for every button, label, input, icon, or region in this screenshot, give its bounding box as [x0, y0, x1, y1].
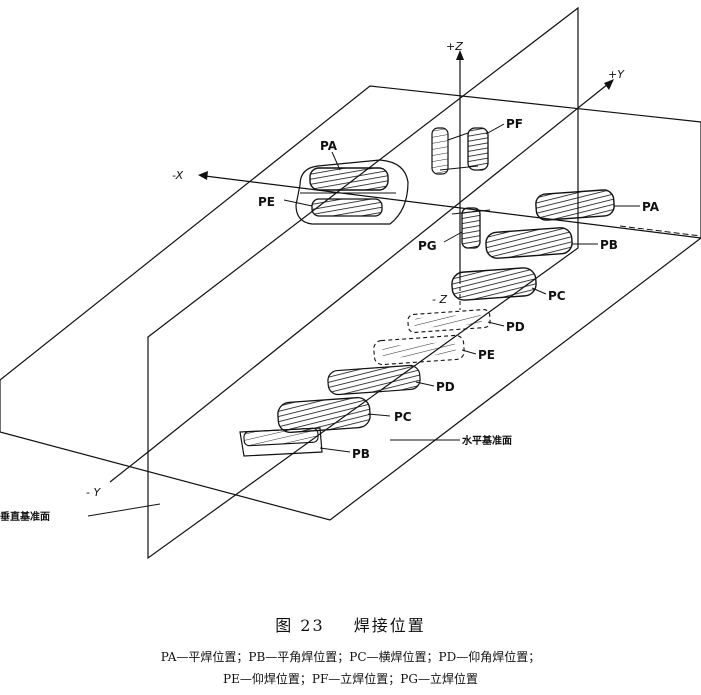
z-axis-arrow: [456, 50, 464, 60]
leader-lines: [87, 123, 640, 517]
horizontal-reference-plane: [0, 85, 701, 521]
label-pa-left: PA: [320, 139, 338, 153]
welding-positions-diagram: +Z +Y -X - Y - Z: [0, 6, 701, 560]
weld-pa-right: [535, 189, 615, 221]
axis-label-y-neg: - Y: [86, 486, 101, 499]
x-axis: [204, 175, 701, 239]
caption-title: 图 23 焊接位置: [0, 612, 701, 636]
label-pb-upper: PB: [600, 238, 618, 252]
label-vertical-plane: 垂直基准面: [0, 510, 50, 523]
vertical-reference-plane: [147, 6, 579, 560]
axis-label-z-pos: +Z: [446, 40, 463, 53]
y-axis-arrow: [604, 79, 614, 90]
label-pd-mid: PD: [506, 320, 525, 334]
x-axis-dashed-tail: [619, 225, 701, 237]
y-axis-lower: [109, 451, 149, 483]
figure-number: 图 23: [275, 616, 325, 635]
axis-label-z-neg: - Z: [432, 293, 447, 306]
weld-pc-low: [277, 396, 371, 434]
weld-group-pg: [451, 207, 491, 249]
weld-pe-mid: [373, 334, 465, 366]
weld-pc-upper: [451, 267, 537, 301]
weld-pd-mid: [407, 309, 491, 333]
x-axis-arrow: [198, 171, 208, 180]
caption-legend-line-1: PA—平焊位置；PB—平角焊位置；PC—横焊位置；PD—仰角焊位置；: [160, 650, 541, 664]
figure-caption: 图 23 焊接位置 PA—平焊位置；PB—平角焊位置；PC—横焊位置；PD—仰角…: [0, 612, 701, 690]
weld-group-pa-pe-left: [295, 159, 409, 225]
label-pe-left: PE: [258, 195, 275, 209]
label-pc-upper: PC: [548, 289, 566, 303]
label-pc-low: PC: [394, 410, 412, 424]
y-axis: [147, 83, 609, 453]
label-pe-mid: PE: [478, 348, 495, 362]
axis-label-y-pos: +Y: [608, 68, 625, 81]
weld-group-pf: [431, 127, 489, 175]
label-pd-low: PD: [436, 380, 455, 394]
label-horizontal-plane: 水平基准面: [461, 434, 512, 447]
weld-pd-low: [327, 364, 421, 396]
axis-label-x-neg: -X: [172, 169, 184, 182]
label-pb-low: PB: [352, 447, 370, 461]
figure-title: 焊接位置: [353, 616, 426, 635]
label-pa-right: PA: [642, 200, 660, 214]
caption-legend-line-2: PE—仰焊位置；PF—立焊位置；PG—立焊位置: [223, 672, 478, 686]
weld-pb-low: [239, 427, 323, 457]
label-pg: PG: [418, 239, 437, 253]
label-pf: PF: [506, 117, 523, 131]
weld-pb-upper: [485, 227, 573, 259]
